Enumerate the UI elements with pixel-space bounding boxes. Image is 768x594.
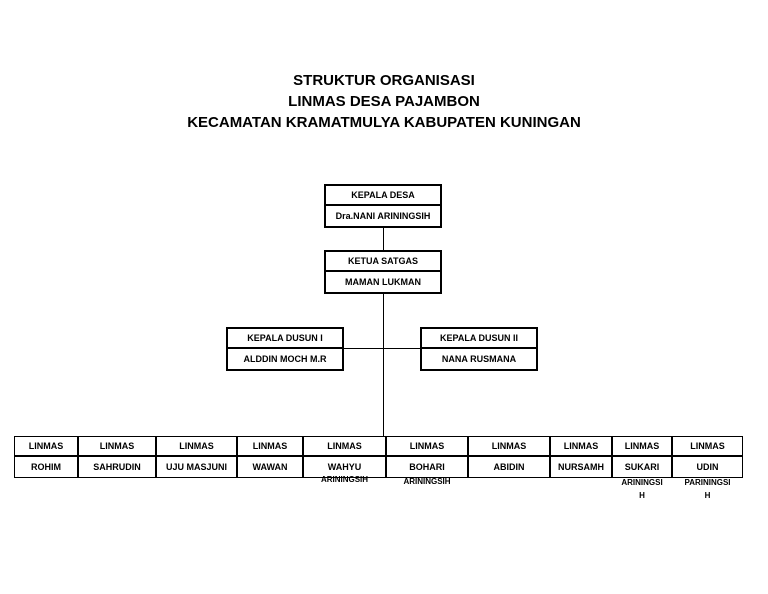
connector-main-trunk	[383, 293, 384, 438]
chart-title: STRUKTUR ORGANISASI LINMAS DESA PAJAMBON…	[0, 70, 768, 133]
member-node: LINMAS ROHIM	[14, 436, 78, 478]
member-name: SUKARI	[624, 462, 660, 472]
title-line-1: STRUKTUR ORGANISASI	[293, 72, 475, 89]
member-role: LINMAS	[79, 437, 155, 457]
node-kepala-dusun-1-name: ALDDIN MOCH M.R	[243, 354, 327, 364]
node-ketua-satgas-name: MAMAN LUKMAN	[345, 277, 421, 287]
overflow-text-sukari-2: H	[639, 491, 645, 500]
node-ketua-satgas-role: KETUA SATGAS	[326, 252, 440, 272]
node-kepala-desa-name: Dra.NANI ARININGSIH	[335, 211, 431, 221]
node-kepala-dusun-2-role: KEPALA DUSUN II	[422, 329, 536, 349]
title-line-2: LINMAS DESA PAJAMBON	[288, 93, 480, 110]
connector-dusun-horizontal	[343, 348, 421, 349]
overflow-text-udin-2: H	[704, 491, 711, 500]
member-node: LINMAS UDIN	[672, 436, 743, 478]
overflow-text-wahyu: ARININGSIH	[320, 475, 369, 484]
member-name: BOHARI	[409, 462, 445, 472]
member-node: LINMAS NURSAMH	[550, 436, 612, 478]
member-role: LINMAS	[673, 437, 742, 457]
member-node: LINMAS ABIDIN	[468, 436, 550, 478]
member-node: LINMAS UJU MASJUNI	[156, 436, 237, 478]
member-role: LINMAS	[238, 437, 302, 457]
node-ketua-satgas: KETUA SATGAS MAMAN LUKMAN	[324, 250, 442, 294]
title-line-3: KECAMATAN KRAMATMULYA KABUPATEN KUNINGAN	[187, 114, 581, 131]
member-name: WAWAN	[252, 462, 288, 472]
member-node: LINMAS WAWAN	[237, 436, 303, 478]
node-kepala-dusun-1-role: KEPALA DUSUN I	[228, 329, 342, 349]
overflow-text-bohari: ARININGSIH	[403, 477, 451, 486]
member-role: LINMAS	[613, 437, 671, 457]
member-name: UDIN	[696, 462, 719, 472]
member-name: ABIDIN	[493, 462, 525, 472]
node-kepala-desa: KEPALA DESA Dra.NANI ARININGSIH	[324, 184, 442, 228]
node-kepala-dusun-1: KEPALA DUSUN I ALDDIN MOCH M.R	[226, 327, 344, 371]
member-role: LINMAS	[15, 437, 77, 457]
member-node: LINMAS SAHRUDIN	[78, 436, 156, 478]
member-role: LINMAS	[469, 437, 549, 457]
node-kepala-desa-role: KEPALA DESA	[326, 186, 440, 206]
member-role: LINMAS	[304, 437, 385, 457]
node-kepala-dusun-2: KEPALA DUSUN II NANA RUSMANA	[420, 327, 538, 371]
overflow-text-udin-1: PARININGSI	[684, 478, 731, 487]
member-name: SAHRUDIN	[93, 462, 141, 472]
overflow-text-sukari-1: ARININGSI	[621, 478, 663, 487]
member-role: LINMAS	[551, 437, 611, 457]
member-role: LINMAS	[157, 437, 236, 457]
member-name: WAHYU	[327, 462, 362, 472]
connector-kades-satgas	[383, 227, 384, 251]
member-role: LINMAS	[387, 437, 467, 457]
member-name: ROHIM	[31, 462, 61, 472]
member-node: LINMAS SUKARI	[612, 436, 672, 478]
node-kepala-dusun-2-name: NANA RUSMANA	[441, 354, 517, 364]
member-name: UJU MASJUNI	[165, 462, 227, 472]
member-node: LINMAS WAHYU	[303, 436, 386, 478]
member-name: NURSAMH	[558, 462, 604, 472]
member-node: LINMAS BOHARI	[386, 436, 468, 478]
